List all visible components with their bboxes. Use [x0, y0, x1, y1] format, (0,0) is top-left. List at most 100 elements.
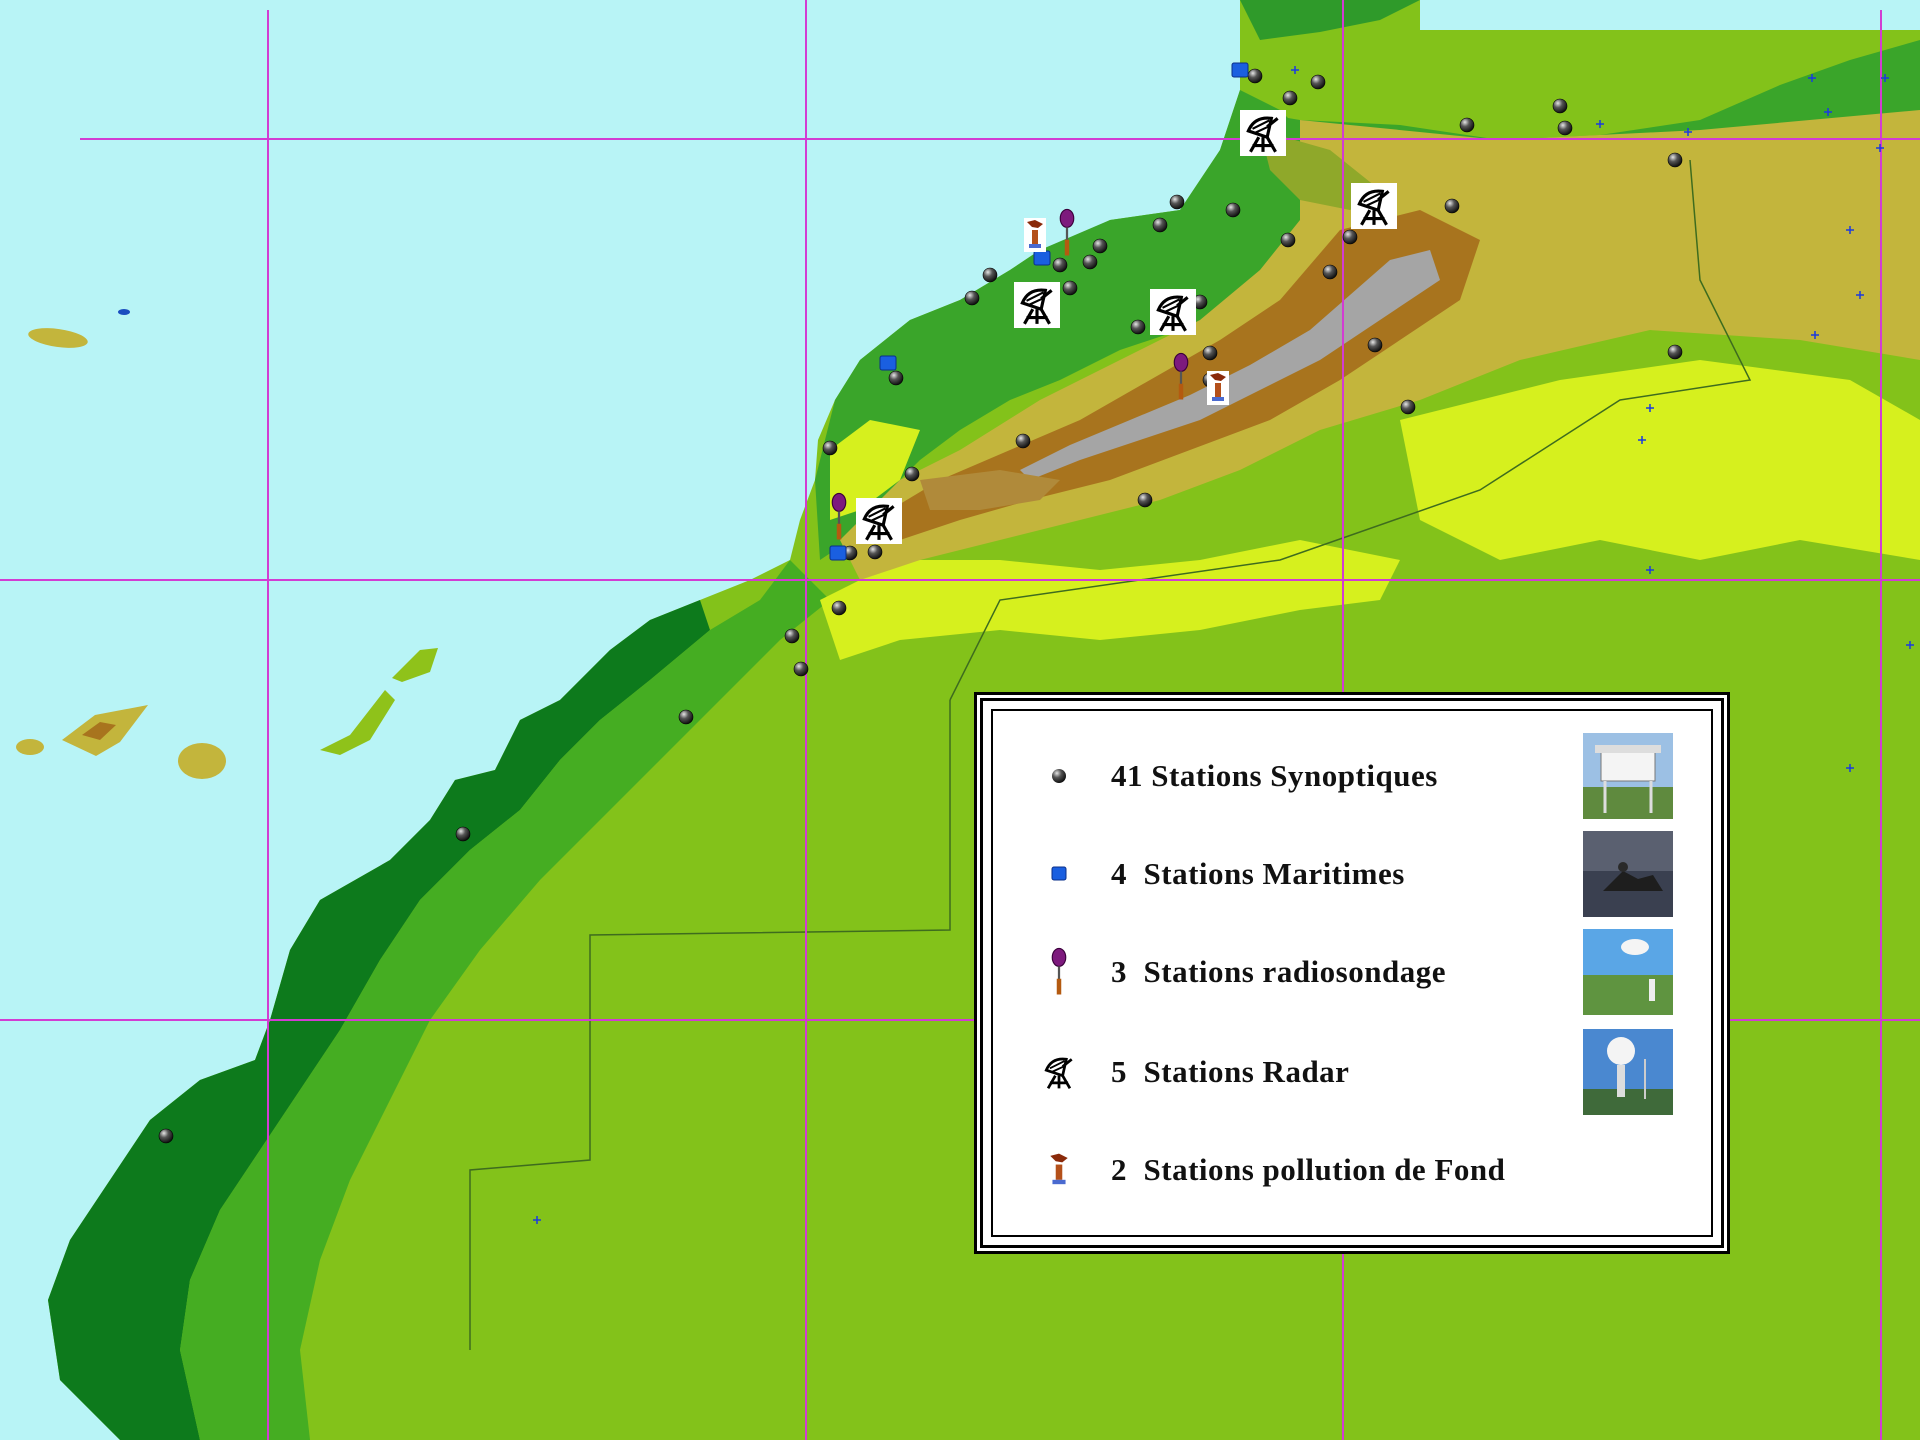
- radar-station-marker: [1014, 282, 1060, 328]
- anti-atlas-ridge: [920, 470, 1060, 510]
- secondary-station-cross: [1846, 226, 1854, 234]
- legend-row-synoptic: 41 Stations Synoptiques: [983, 731, 1721, 821]
- plateau-yellow-east: [1400, 360, 1920, 560]
- synoptic-station-marker: [1202, 345, 1218, 361]
- synoptic-station-marker: [1667, 344, 1683, 360]
- secondary-station-cross: [1856, 291, 1864, 299]
- synoptic-station-marker: [1459, 117, 1475, 133]
- synoptic-station-marker: [1367, 337, 1383, 353]
- atlas-peaks: [1020, 250, 1440, 480]
- synoptic-station-marker: [904, 466, 920, 482]
- pollution-station-marker: [1207, 371, 1229, 405]
- synoptic-station-marker: [822, 440, 838, 456]
- synoptic-station-marker: [888, 370, 904, 386]
- secondary-station-cross: [1906, 641, 1914, 649]
- legend-row-radiosonde: 3 Stations radiosondage: [983, 927, 1721, 1017]
- synoptic-station-marker: [1092, 238, 1108, 254]
- rif-mountains: [1260, 130, 1380, 210]
- legend-row-pollution: 2 Stations pollution de Fond: [983, 1125, 1721, 1215]
- secondary-station-cross: [1811, 331, 1819, 339]
- maritime-station-marker: [879, 355, 897, 371]
- secondary-station-cross: [1846, 764, 1854, 772]
- secondary-station-cross: [1808, 74, 1816, 82]
- radar-station-marker: [1240, 110, 1286, 156]
- synoptic-station-marker: [1137, 492, 1153, 508]
- synoptic-station-marker: [784, 628, 800, 644]
- maritime-station-marker: [1033, 250, 1051, 266]
- secondary-station-cross: [1646, 566, 1654, 574]
- synoptic-station-marker: [1400, 399, 1416, 415]
- synoptic-station-marker: [867, 544, 883, 560]
- secondary-station-cross: [1824, 108, 1832, 116]
- secondary-station-cross: [1596, 120, 1604, 128]
- synoptic-station-marker: [1082, 254, 1098, 270]
- legend-label-radar: 5 Stations Radar: [1111, 1054, 1350, 1089]
- synoptic-station-marker: [1342, 229, 1358, 245]
- plateau-yellow-south: [820, 540, 1400, 660]
- synoptic-station-marker: [1282, 90, 1298, 106]
- map-legend: 41 Stations Synoptiques 4 Stations Marit…: [977, 695, 1727, 1251]
- synoptic-station-marker: [1322, 264, 1338, 280]
- synoptic-station-marker: [1552, 98, 1568, 114]
- synoptic-station-marker: [1444, 198, 1460, 214]
- maritime-stations: [829, 62, 1249, 561]
- legend-label-maritime: 4 Stations Maritimes: [1111, 856, 1405, 891]
- synoptic-dot-icon: [1039, 731, 1079, 821]
- synoptic-station-marker: [1280, 232, 1296, 248]
- secondary-station-cross: [1684, 128, 1692, 136]
- northern-plains: [815, 90, 1340, 560]
- coastal-lowland: [180, 560, 830, 1440]
- synoptic-station-marker: [1130, 319, 1146, 335]
- secondary-station-cross: [1881, 74, 1889, 82]
- synoptic-station-marker: [1557, 120, 1573, 136]
- maritime-buoy-photo: [1583, 831, 1673, 917]
- synoptic-station-marker: [678, 709, 694, 725]
- synoptic-station-marker: [831, 600, 847, 616]
- radiosonde-balloon-photo: [1583, 929, 1673, 1015]
- secondary-station-cross: [1646, 404, 1654, 412]
- synoptic-station-marker: [1310, 74, 1326, 90]
- secondary-station-cross: [1876, 144, 1884, 152]
- pollution-station-marker: [1024, 218, 1046, 252]
- plateau-yellow-west: [830, 420, 920, 520]
- radar-station-marker: [1351, 183, 1397, 229]
- canary-islands: [16, 309, 438, 779]
- weather-shelter-photo: [1583, 733, 1673, 819]
- radar-station-marker: [1150, 289, 1196, 335]
- synoptic-station-marker: [1152, 217, 1168, 233]
- legend-label-pollution: 2 Stations pollution de Fond: [1111, 1152, 1506, 1187]
- radar-dish-icon: [1039, 1027, 1079, 1117]
- secondary-station-cross: [533, 1216, 541, 1224]
- synoptic-station-marker: [1062, 280, 1078, 296]
- pollution-station-icon: [1039, 1125, 1079, 1215]
- synoptic-station-marker: [964, 290, 980, 306]
- maritime-station-marker: [1231, 62, 1249, 78]
- synoptic-station-marker: [1247, 68, 1263, 84]
- radiosonde-balloon-icon: [1039, 927, 1079, 1017]
- legend-label-synoptic: 41 Stations Synoptiques: [1111, 758, 1438, 793]
- synoptic-station-marker: [1052, 257, 1068, 273]
- secondary-station-cross: [1291, 66, 1299, 74]
- atlas-mountains: [890, 210, 1480, 540]
- boundary-lines: [469, 159, 1752, 1350]
- legend-row-maritime: 4 Stations Maritimes: [983, 829, 1721, 919]
- synoptic-station-marker: [1169, 194, 1185, 210]
- coastal-lowland-dark: [48, 600, 710, 1440]
- radar-dome-photo: [1583, 1029, 1673, 1115]
- maritime-square-icon: [1039, 829, 1079, 919]
- legend-row-radar: 5 Stations Radar: [983, 1027, 1721, 1117]
- radar-station-marker: [856, 498, 902, 544]
- secondary-markers: [533, 66, 1914, 1224]
- maritime-station-marker: [829, 545, 847, 561]
- synoptic-station-marker: [158, 1128, 174, 1144]
- synoptic-station-marker: [1015, 433, 1031, 449]
- iberia-tip: [1240, 0, 1420, 40]
- synoptic-station-marker: [793, 661, 809, 677]
- synoptic-station-marker: [1667, 152, 1683, 168]
- synoptic-station-marker: [1225, 202, 1241, 218]
- synoptic-station-marker: [455, 826, 471, 842]
- legend-label-radiosonde: 3 Stations radiosondage: [1111, 954, 1446, 989]
- secondary-station-cross: [1638, 436, 1646, 444]
- synoptic-station-marker: [982, 267, 998, 283]
